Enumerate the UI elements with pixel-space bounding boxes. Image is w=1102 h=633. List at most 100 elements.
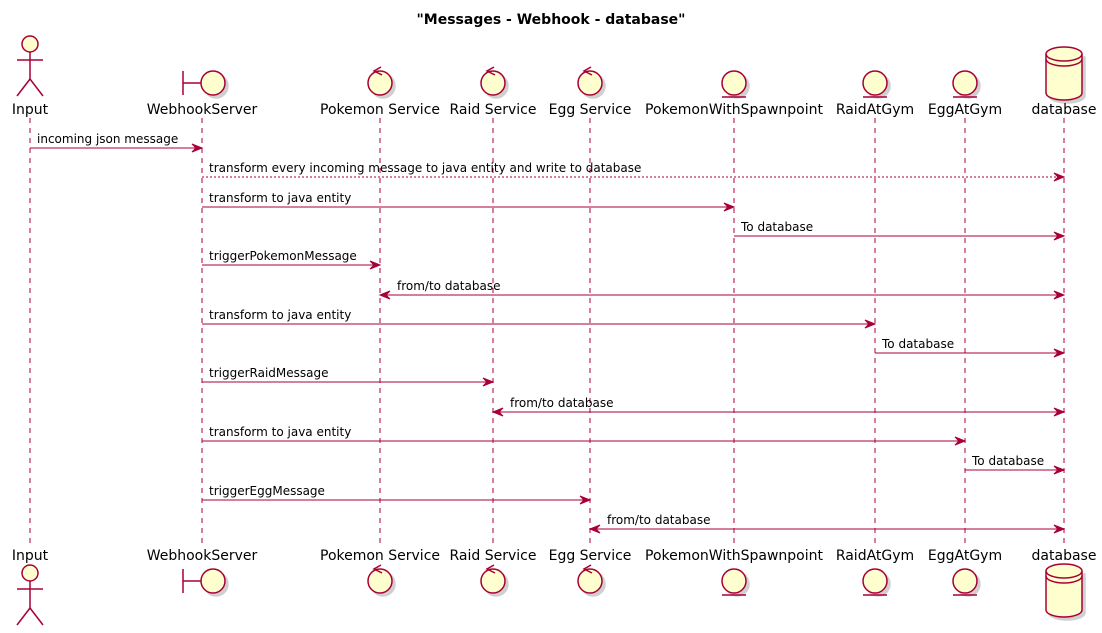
message-4: To database [734, 220, 1066, 241]
message-label: transform to java entity [209, 191, 351, 205]
actor-icon [16, 35, 44, 97]
control-icon [367, 66, 396, 99]
participant-label: PokemonWithSpawnpoint [645, 102, 823, 118]
participant-label: Raid Service [450, 102, 537, 118]
participant-database-bottom: database [1032, 548, 1097, 621]
entity-icon [952, 568, 981, 597]
message-10: from/to database [491, 396, 1066, 417]
arrowhead-icon [1053, 231, 1066, 241]
message-label: To database [881, 337, 954, 351]
arrowhead-icon [954, 436, 967, 446]
participant-raid-service-bottom: Raid Service [450, 548, 537, 597]
participant-label: EggAtGym [928, 102, 1002, 118]
boundary-icon [182, 568, 229, 597]
database-icon [1045, 46, 1086, 104]
participant-egg-service-bottom: Egg Service [549, 548, 632, 597]
arrowhead-icon [579, 495, 592, 505]
participant-egg-service-top: Egg Service [549, 66, 632, 118]
participant-pokemonwithspawnpoint-top: PokemonWithSpawnpoint [645, 70, 823, 118]
participant-raidatgym-bottom: RaidAtGym [836, 548, 914, 597]
message-label: To database [971, 454, 1044, 468]
arrowhead-icon [491, 407, 504, 417]
arrowhead-icon [864, 319, 877, 329]
control-icon [480, 66, 509, 99]
control-icon [480, 564, 509, 597]
participant-webhookserver-bottom: WebhookServer [147, 548, 258, 597]
participant-label: EggAtGym [928, 548, 1002, 564]
entity-icon [862, 70, 891, 99]
participant-webhookserver-top: WebhookServer [147, 70, 258, 118]
entity-icon [721, 70, 750, 99]
message-1: incoming json message [30, 132, 204, 153]
arrowhead-icon [1053, 465, 1066, 475]
participant-label: Input [12, 548, 49, 564]
arrowhead-icon [369, 260, 382, 270]
participant-label: PokemonWithSpawnpoint [645, 548, 823, 564]
lifelines [29, 118, 1065, 545]
participant-label: Egg Service [549, 102, 632, 118]
message-label: triggerRaidMessage [209, 366, 329, 380]
participants: InputInputWebhookServerWebhookServerPoke… [12, 35, 1097, 626]
message-6: from/to database [378, 279, 1066, 300]
participant-pokemonwithspawnpoint-bottom: PokemonWithSpawnpoint [645, 548, 823, 597]
participant-label: Pokemon Service [320, 102, 440, 118]
participant-label: WebhookServer [147, 102, 258, 118]
arrowhead-icon [1053, 290, 1066, 300]
arrowhead-icon [1053, 172, 1066, 182]
entity-icon [952, 70, 981, 99]
participant-eggatgym-bottom: EggAtGym [928, 548, 1002, 597]
boundary-icon [182, 70, 229, 99]
message-label: transform to java entity [209, 425, 351, 439]
participant-label: database [1032, 548, 1097, 564]
participant-pokemon-service-bottom: Pokemon Service [320, 548, 440, 597]
participant-input-top: Input [12, 35, 49, 118]
arrowhead-icon [723, 202, 736, 212]
message-label: triggerEggMessage [209, 484, 325, 498]
control-icon [577, 66, 606, 99]
arrowhead-icon [1053, 407, 1066, 417]
message-5: triggerPokemonMessage [202, 249, 382, 270]
message-label: To database [740, 220, 813, 234]
participant-label: RaidAtGym [836, 548, 914, 564]
message-13: triggerEggMessage [202, 484, 592, 505]
message-8: To database [875, 337, 1066, 358]
participant-input-bottom: Input [12, 548, 49, 626]
arrowhead-icon [588, 524, 601, 534]
arrowhead-icon [1053, 524, 1066, 534]
message-label: from/to database [510, 396, 613, 410]
message-14: from/to database [588, 513, 1066, 534]
message-label: from/to database [607, 513, 710, 527]
arrowhead-icon [1053, 348, 1066, 358]
arrowhead-icon [482, 377, 495, 387]
message-11: transform to java entity [202, 425, 967, 446]
participant-label: Egg Service [549, 548, 632, 564]
message-3: transform to java entity [202, 191, 736, 212]
message-label: triggerPokemonMessage [209, 249, 357, 263]
participant-label: WebhookServer [147, 548, 258, 564]
entity-icon [862, 568, 891, 597]
message-label: incoming json message [37, 132, 178, 146]
participant-label: Raid Service [450, 548, 537, 564]
messages: incoming json message transform every inc… [30, 132, 1066, 534]
participant-pokemon-service-top: Pokemon Service [320, 66, 440, 118]
control-icon [367, 564, 396, 597]
participant-database-top: database [1032, 46, 1097, 118]
message-2: transform every incoming message to java… [202, 161, 1066, 182]
entity-icon [721, 568, 750, 597]
participant-raid-service-top: Raid Service [450, 66, 537, 118]
participant-label: database [1032, 102, 1097, 118]
arrowhead-icon [191, 143, 204, 153]
message-label: transform to java entity [209, 308, 351, 322]
message-7: transform to java entity [202, 308, 877, 329]
control-icon [577, 564, 606, 597]
participant-label: Input [12, 102, 49, 118]
message-9: triggerRaidMessage [202, 366, 495, 387]
participant-label: RaidAtGym [836, 102, 914, 118]
arrowhead-icon [378, 290, 391, 300]
message-label: transform every incoming message to java… [209, 161, 641, 175]
diagram-title: "Messages - Webhook - database" [417, 12, 686, 28]
message-label: from/to database [397, 279, 500, 293]
actor-icon [16, 564, 44, 626]
message-12: To database [965, 454, 1066, 475]
